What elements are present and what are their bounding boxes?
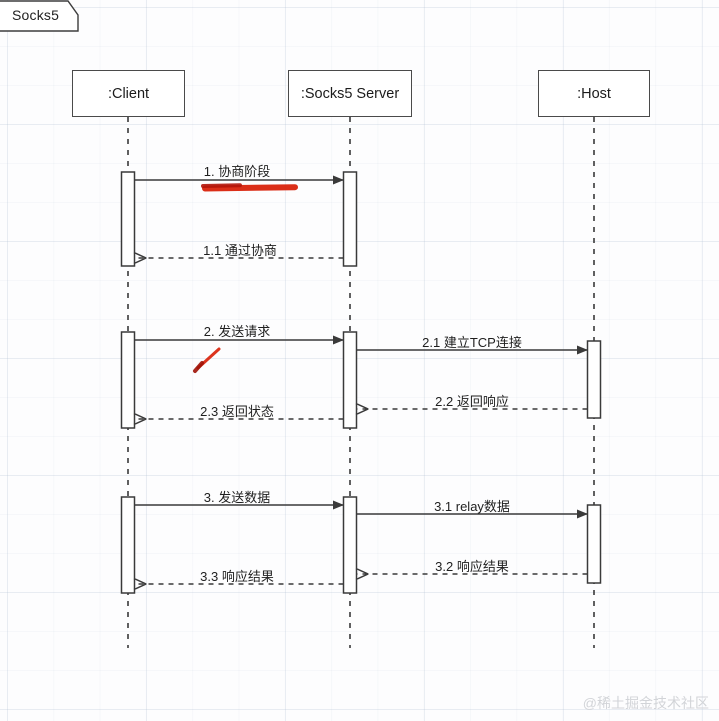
- activation-bars-group: [120, 171, 602, 594]
- message-label-m2_1: 2.1 建立TCP连接: [422, 335, 522, 350]
- activation-bar-a-host-2: [586, 504, 602, 584]
- message-label-m1: 1. 协商阶段: [203, 164, 271, 179]
- message-label-m2_3: 2.3 返回状态: [200, 404, 274, 419]
- message-label-m2: 2. 发送请求: [203, 324, 271, 339]
- red-underline-annotation-tail: [201, 183, 242, 188]
- lifeline-head-label-client: :Client: [107, 85, 150, 102]
- frame-label-text: Socks5: [12, 7, 60, 23]
- message-label-m3: 3. 发送数据: [203, 490, 271, 505]
- message-label-m3_3: 3.3 响应结果: [200, 569, 274, 584]
- red-annotations-group: [193, 183, 298, 373]
- message-label-m2_2: 2.2 返回响应: [435, 394, 509, 409]
- activation-bar-a-host-1: [586, 340, 602, 419]
- lifeline-head-label-server: :Socks5 Server: [300, 85, 400, 102]
- message-label-m1_1: 1.1 通过协商: [203, 243, 277, 258]
- frame-label-tab: Socks5: [0, 0, 80, 33]
- message-label-m3_2: 3.2 响应结果: [435, 559, 509, 574]
- activation-bar-a-server-3: [342, 496, 358, 594]
- lifeline-head-label-host: :Host: [577, 85, 611, 102]
- lifeline-head-server: :Socks5 Server: [288, 70, 412, 117]
- activation-bar-a-client-3: [120, 496, 136, 594]
- activation-bar-a-client-2: [120, 331, 136, 429]
- message-arrows-group: [135, 175, 588, 584]
- lifeline-dashes-group: [127, 117, 595, 648]
- activation-bar-a-server-2: [342, 331, 358, 429]
- frame-tab-shape: [0, 0, 79, 32]
- red-pen-mark-annotation-tip: [193, 361, 204, 373]
- lifeline-head-client: :Client: [72, 70, 185, 117]
- watermark-text: @稀土掘金技术社区: [582, 695, 709, 711]
- activation-bar-a-client-1: [120, 171, 136, 267]
- lifeline-head-host: :Host: [538, 70, 650, 117]
- activation-bar-a-server-1: [342, 171, 358, 267]
- red-underline-annotation: [202, 184, 298, 192]
- message-label-m3_1: 3.1 relay数据: [434, 499, 510, 514]
